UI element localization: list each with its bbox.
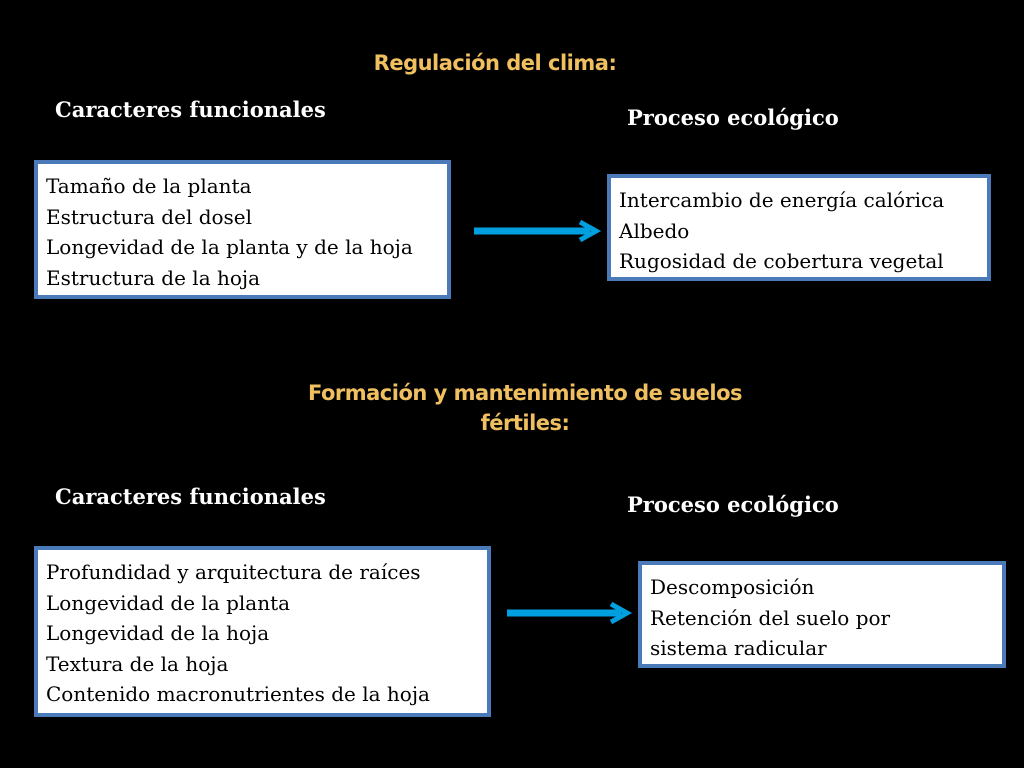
trait-item: Longevidad de la hoja	[46, 621, 270, 645]
trait-item: Estructura del dosel	[46, 204, 253, 229]
trait-item: Tamaño de la planta	[46, 174, 252, 198]
process-item: Descomposición	[650, 575, 815, 599]
arrow-right-icon	[507, 601, 633, 625]
trait-item: Profundidad y arquitectura de raíces	[46, 560, 421, 584]
arrow-head	[578, 219, 602, 243]
trait-item: Contenido macronutrientes de la hoja	[46, 682, 430, 706]
functional-traits-box: Tamaño de la planta Estructura del dosel…	[34, 160, 451, 299]
functional-traits-header: Caracteres funcionales	[55, 97, 326, 122]
functional-traits-header: Caracteres funcionales	[55, 484, 326, 509]
process-item: Albedo	[619, 218, 690, 243]
functional-traits-box: Profundidad y arquitectura de raíces Lon…	[34, 546, 491, 717]
arrow-right-icon	[474, 219, 602, 243]
process-item: Retención del suelo por	[650, 605, 891, 630]
process-item: Rugosidad de cobertura vegetal	[619, 249, 944, 273]
section-title-climate: Regulación del clima:	[373, 51, 617, 75]
ecological-process-box: Descomposición Retención del suelo por s…	[638, 561, 1006, 668]
trait-item: Estructura de la hoja	[46, 265, 261, 290]
process-item: Intercambio de energía calórica	[619, 188, 945, 212]
ecological-process-header: Proceso ecológico	[627, 105, 839, 130]
section-title-soils: Formación y mantenimiento de suelos fért…	[307, 381, 743, 435]
ecological-process-header: Proceso ecológico	[627, 492, 839, 517]
arrow-head	[609, 601, 633, 625]
process-item: sistema radicular	[650, 636, 827, 660]
trait-item: Textura de la hoja	[46, 651, 229, 676]
ecological-process-box: Intercambio de energía calórica Albedo R…	[607, 174, 991, 281]
trait-item: Longevidad de la planta y de la hoja	[46, 235, 413, 259]
trait-item: Longevidad de la planta	[46, 590, 291, 615]
